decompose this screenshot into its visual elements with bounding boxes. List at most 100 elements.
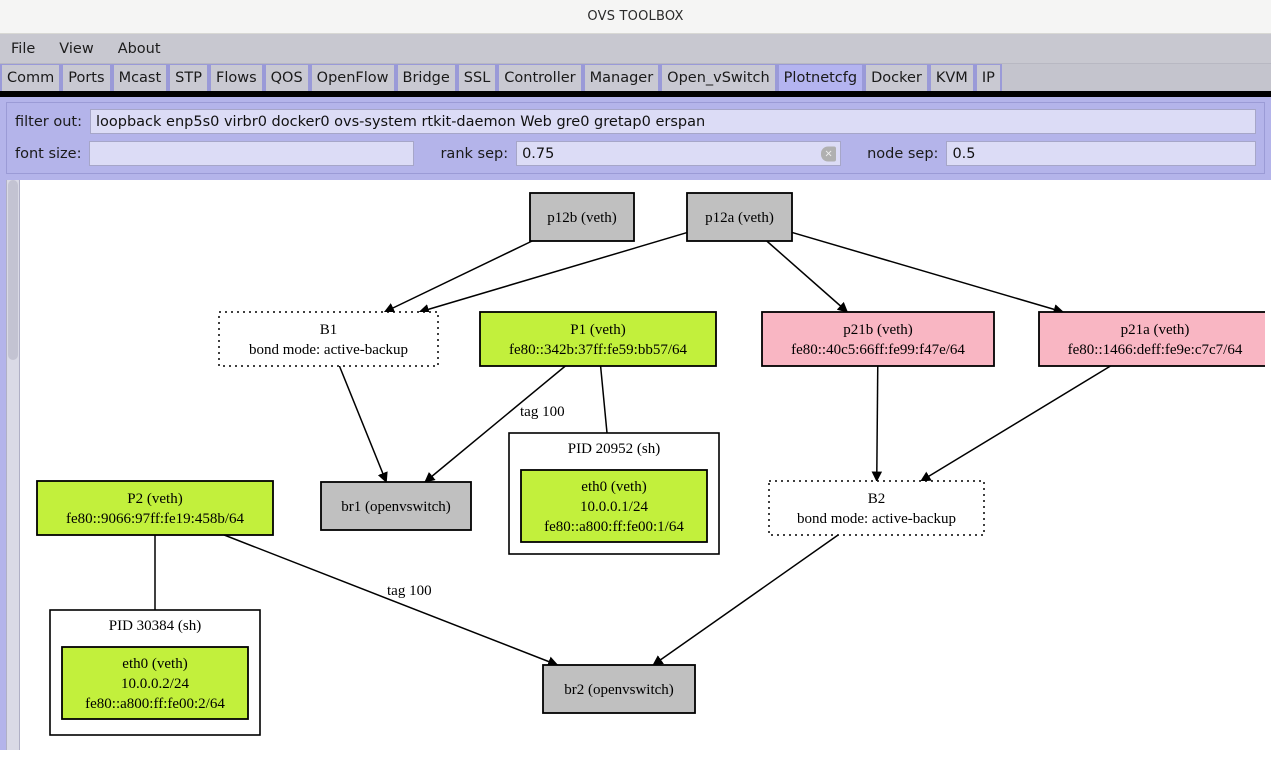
node-sep-input[interactable]: 0.5	[946, 141, 1256, 166]
graph-edge	[791, 231, 1065, 315]
menu-about[interactable]: About	[117, 40, 161, 57]
rank-sep-value: 0.75	[522, 146, 555, 162]
graph-edge	[871, 365, 883, 483]
node-label-line: bond mode: active-backup	[249, 342, 408, 358]
node-box	[686, 192, 793, 242]
tab-plotnetcfg[interactable]: Plotnetcfg	[776, 64, 865, 91]
window-titlebar: OVS TOOLBOX	[0, 0, 1271, 34]
tab-flows[interactable]: Flows	[208, 64, 264, 91]
plotnetcfg-options-panel: filter out: loopback enp5s0 virbr0 docke…	[0, 95, 1271, 180]
graph-node[interactable]: B1 bond mode: active-backup	[218, 311, 439, 367]
graph-edge	[223, 534, 559, 667]
cluster-label: PID 30384 (sh)	[109, 618, 202, 634]
node-label-line: p21b (veth)	[843, 322, 913, 338]
node-label-line: B1	[320, 322, 338, 338]
filter-out-label: filter out:	[15, 113, 82, 130]
graph-edge	[766, 240, 849, 313]
tab-controller[interactable]: Controller	[497, 64, 583, 91]
menubar: File View About	[0, 34, 1271, 64]
clear-icon[interactable]: ×	[821, 146, 837, 161]
node-label-line: bond mode: active-backup	[797, 511, 956, 527]
menu-view[interactable]: View	[59, 40, 94, 57]
node-label-line: fe80::a800:ff:fe00:1/64	[544, 519, 684, 535]
graph-node[interactable]: P2 (veth)fe80::9066:97ff:fe19:458b/64	[36, 480, 274, 536]
node-label-line: 10.0.0.2/24	[121, 676, 189, 692]
node-label-line: B2	[868, 491, 886, 507]
graph-node[interactable]: br2 (openvswitch)	[542, 664, 696, 714]
node-box	[520, 469, 708, 543]
node-label-line: fe80::9066:97ff:fe19:458b/64	[66, 511, 245, 527]
graph-node[interactable]: p21a (veth)fe80::1466:deff:fe9e:c7c7/64	[1038, 311, 1265, 367]
node-box	[542, 664, 696, 714]
graph-node[interactable]: P1 (veth)fe80::342b:37ff:fe59:bb57/64	[479, 311, 717, 367]
node-label-line: P2 (veth)	[127, 491, 182, 507]
sizing-row: font size: rank sep: 0.75 × node sep: 0.…	[15, 141, 1256, 166]
tab-bridge[interactable]: Bridge	[395, 64, 457, 91]
graph-node[interactable]: eth0 (veth)10.0.0.1/24fe80::a800:ff:fe00…	[520, 469, 708, 543]
node-label-line: fe80::1466:deff:fe9e:c7c7/64	[1068, 342, 1243, 358]
graph-canvas-area: PID 20952 (sh) PID 30384 (sh) p12b (veth)…	[0, 180, 1271, 750]
node-label-line: fe80::342b:37ff:fe59:bb57/64	[509, 342, 688, 358]
node-label-line: eth0 (veth)	[581, 479, 646, 495]
graph-edge-label-layer: tag 100 tag 100	[387, 404, 565, 599]
graph-node[interactable]: p12a (veth)	[686, 192, 793, 242]
node-box	[529, 192, 635, 242]
tab-openflow[interactable]: OpenFlow	[309, 64, 396, 91]
node-box	[1038, 311, 1265, 367]
node-box	[768, 480, 985, 536]
node-label-line: eth0 (veth)	[122, 656, 187, 672]
graph-node[interactable]: p21b (veth)fe80::40c5:66ff:fe99:f47e/64	[761, 311, 995, 367]
font-size-label: font size:	[15, 145, 82, 162]
tab-docker[interactable]: Docker	[864, 64, 929, 91]
node-label-line: p12a (veth)	[705, 210, 774, 226]
node-box	[761, 311, 995, 367]
node-label-line: P1 (veth)	[570, 322, 625, 338]
node-label-line: fe80::a800:ff:fe00:2/64	[85, 696, 225, 712]
tab-ports[interactable]: Ports	[61, 64, 112, 91]
node-label-line: br2 (openvswitch)	[564, 682, 674, 698]
rank-sep-label: rank sep:	[440, 145, 509, 162]
node-box	[320, 481, 472, 531]
graph-edge-layer	[149, 231, 1111, 667]
filter-out-row: filter out: loopback enp5s0 virbr0 docke…	[15, 109, 1256, 134]
canvas-vertical-scrollbar[interactable]	[6, 180, 20, 750]
node-label-line: 10.0.0.1/24	[580, 499, 648, 515]
node-label-line: fe80::40c5:66ff:fe99:f47e/64	[791, 342, 965, 358]
graph-node[interactable]: br1 (openvswitch)	[320, 481, 472, 531]
notebook-tabbar: Comm Ports Mcast STP Flows QOS OpenFlow …	[0, 64, 1271, 95]
graph-edge	[920, 365, 1111, 482]
edge-label: tag 100	[520, 404, 565, 420]
scrollbar-thumb[interactable]	[8, 180, 18, 360]
cluster-label: PID 20952 (sh)	[568, 441, 661, 457]
tab-open-vswitch[interactable]: Open_vSwitch	[660, 64, 777, 91]
graph-edge	[338, 365, 388, 483]
tab-ssl[interactable]: SSL	[456, 64, 498, 91]
graph-node[interactable]: B2 bond mode: active-backup	[768, 480, 985, 536]
node-label-line: p12b (veth)	[547, 210, 617, 226]
rank-sep-input[interactable]: 0.75 ×	[516, 141, 842, 166]
graph-node-layer: p12b (veth) p12a (veth) B1 bond mode: activ…	[36, 192, 1265, 720]
tab-mcast[interactable]: Mcast	[111, 64, 169, 91]
graph-node[interactable]: eth0 (veth)10.0.0.2/24fe80::a800:ff:fe00…	[61, 646, 249, 720]
tab-comm[interactable]: Comm	[0, 64, 62, 91]
network-topology-canvas[interactable]: PID 20952 (sh) PID 30384 (sh) p12b (veth)…	[20, 180, 1271, 750]
font-size-input[interactable]	[89, 141, 415, 166]
edge-label: tag 100	[387, 583, 432, 599]
network-topology-graph: PID 20952 (sh) PID 30384 (sh) p12b (veth)…	[36, 192, 1265, 736]
tab-manager[interactable]: Manager	[582, 64, 661, 91]
graph-edge	[418, 231, 688, 315]
filter-out-input[interactable]: loopback enp5s0 virbr0 docker0 ovs-syste…	[89, 109, 1256, 134]
tab-stp[interactable]: STP	[168, 64, 209, 91]
tab-kvm[interactable]: KVM	[928, 64, 975, 91]
tab-qos[interactable]: QOS	[263, 64, 310, 91]
graph-edge	[424, 365, 566, 483]
node-label-line: p21a (veth)	[1121, 322, 1190, 338]
window-title: OVS TOOLBOX	[587, 9, 684, 24]
node-box	[479, 311, 717, 367]
node-label-line: br1 (openvswitch)	[341, 499, 451, 515]
graph-edge	[652, 534, 839, 666]
node-box	[36, 480, 274, 536]
menu-file[interactable]: File	[11, 40, 36, 57]
graph-node[interactable]: p12b (veth)	[529, 192, 635, 242]
tab-ip[interactable]: IP	[974, 64, 1002, 91]
